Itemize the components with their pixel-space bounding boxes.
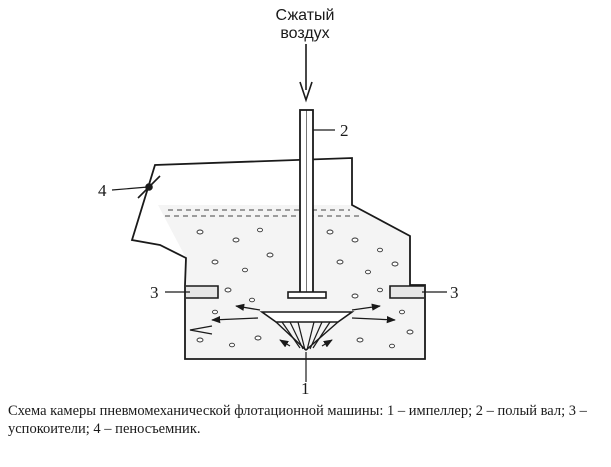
froth-layer	[165, 209, 360, 217]
title-line-1: Сжатый	[276, 7, 335, 24]
air-inlet-arrow	[299, 44, 313, 103]
stabilizer-left	[186, 285, 219, 299]
flow-arrows	[189, 303, 396, 348]
flotation-chamber-diagram: Сжатый воздух	[98, 7, 459, 395]
leader-lines	[111, 129, 447, 382]
air-bubbles	[196, 227, 414, 349]
figure-caption: Схема камеры пневмомеханической флотацио…	[8, 403, 587, 437]
title-line-2: воздух	[280, 25, 329, 42]
froth-remover	[137, 175, 161, 199]
label-shaft: 2	[340, 121, 349, 140]
pulp-liquid	[158, 205, 425, 359]
label-froth-remover: 4	[98, 181, 107, 200]
label-impeller: 1	[301, 379, 310, 395]
label-stabilizer-right: 3	[450, 283, 459, 302]
label-stabilizer-left: 3	[150, 283, 159, 302]
stabilizer-right	[389, 285, 424, 299]
hollow-shaft	[299, 109, 314, 296]
chamber-body	[130, 157, 426, 360]
impeller	[259, 291, 355, 351]
